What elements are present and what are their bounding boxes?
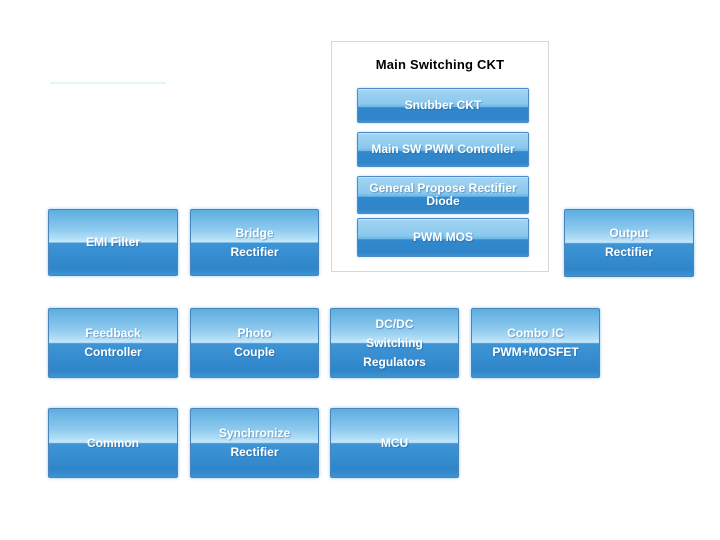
block-label: MCU	[380, 435, 409, 450]
block-label: EMI Filter	[85, 235, 140, 249]
button-snubber-ckt[interactable]: Snubber CKT	[357, 88, 529, 123]
block-label: Photo Couple	[234, 326, 275, 359]
block-emi-filter[interactable]: EMI Filter	[48, 209, 178, 276]
block-label: Feedback Controller	[84, 326, 142, 359]
block-output-rectifier[interactable]: Output Rectifier	[564, 209, 694, 277]
block-combo-ic-pwm-mosfet[interactable]: Combo IC PWM+MOSFET	[471, 308, 600, 378]
block-label: Bridge Rectifier	[230, 225, 279, 259]
faint-line-decor	[50, 82, 166, 84]
button-label: Main SW PWM Controller	[371, 142, 515, 156]
button-label: Snubber CKT	[404, 98, 482, 112]
button-label: General Propose Rectifier Diode	[369, 181, 517, 208]
panel-title: Main Switching CKT	[375, 57, 505, 72]
block-photo-couple[interactable]: Photo Couple	[190, 308, 319, 378]
block-label: Common	[87, 435, 139, 450]
block-label: DC/DC Switching Regulators	[363, 316, 426, 369]
block-label: Synchronize Rectifier	[218, 426, 291, 459]
block-common[interactable]: Common	[48, 408, 178, 478]
main-switching-ckt-panel: Main Switching CKT Snubber CKT Main SW P…	[331, 41, 549, 272]
block-mcu[interactable]: MCU	[330, 408, 459, 478]
block-bridge-rectifier[interactable]: Bridge Rectifier	[190, 209, 319, 276]
button-label: PWM MOS	[413, 230, 473, 244]
block-feedback-controller[interactable]: Feedback Controller	[48, 308, 178, 378]
block-synchronize-rectifier[interactable]: Synchronize Rectifier	[190, 408, 319, 478]
block-label: Output Rectifier	[604, 226, 654, 259]
button-general-propose-rectifier-diode[interactable]: General Propose Rectifier Diode	[357, 176, 529, 214]
block-label: Combo IC PWM+MOSFET	[492, 326, 579, 359]
button-main-sw-pwm-controller[interactable]: Main SW PWM Controller	[357, 132, 529, 167]
button-pwm-mos[interactable]: PWM MOS	[357, 218, 529, 257]
block-dcdc-switching-regulators[interactable]: DC/DC Switching Regulators	[330, 308, 459, 378]
